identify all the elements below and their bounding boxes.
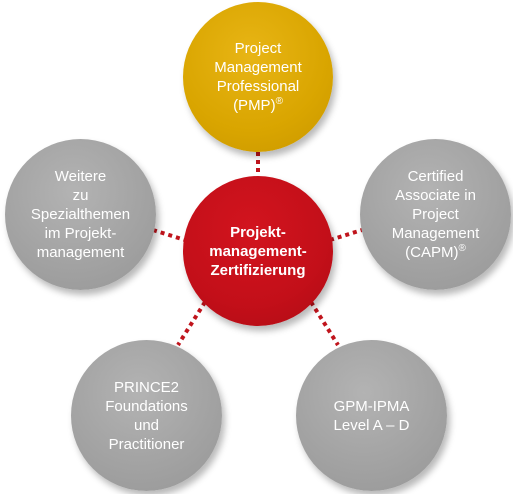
- capm-line-last: (CAPM)®: [392, 243, 480, 262]
- connector-left: [152, 228, 186, 242]
- spezialthemen-line: Spezialthemen: [30, 206, 131, 223]
- center-line: management-: [209, 242, 307, 260]
- prince2-line: PRINCE2: [113, 378, 180, 396]
- capm-label: Certified Associate in Project Managemen…: [392, 167, 480, 262]
- gpm-ipma-label: GPM-IPMA Level A – D: [334, 397, 410, 435]
- prince2-node: PRINCE2 Foundations und Practitioner: [71, 340, 222, 491]
- prince2-line: Foundations: [105, 397, 188, 415]
- connector-bottom-left: [176, 300, 207, 347]
- gpm-ipma-line: GPM-IPMA: [333, 397, 410, 415]
- pmp-line: Management: [214, 59, 302, 76]
- center-line: Projekt-: [230, 223, 286, 241]
- spezialthemen-line: im Projekt-: [44, 225, 117, 242]
- prince2-label: PRINCE2 Foundations und Practitioner: [105, 378, 188, 454]
- pmp-line: Professional: [216, 78, 300, 95]
- prince2-line: und: [133, 416, 160, 434]
- center-node: Projekt- management- Zertifizierung: [183, 176, 333, 326]
- pmp-abbr: (PMP): [233, 97, 276, 114]
- gpm-ipma-node: GPM-IPMA Level A – D: [296, 340, 447, 491]
- center-line: Zertifizierung: [210, 261, 306, 279]
- pmp-line: Project: [234, 40, 282, 57]
- gpm-ipma-line: Level A – D: [333, 416, 410, 434]
- pmp-node: Project Management Professional (PMP)®: [183, 2, 333, 152]
- capm-line: Associate in: [395, 187, 476, 204]
- capm-abbr: (CAPM): [405, 244, 459, 261]
- pmp-label: Project Management Professional (PMP)®: [214, 39, 302, 115]
- registered-mark: ®: [275, 96, 283, 107]
- spezialthemen-node: Weitere zu Spezialthemen im Projekt- man…: [5, 139, 156, 290]
- spezialthemen-line: zu: [72, 187, 89, 204]
- capm-node: Certified Associate in Project Managemen…: [360, 139, 511, 290]
- spezialthemen-line: Weitere: [54, 168, 107, 185]
- pmp-line-last: (PMP)®: [214, 96, 302, 115]
- connector-bottom-right: [309, 300, 340, 347]
- capm-line: Certified: [407, 168, 464, 185]
- registered-mark: ®: [458, 243, 466, 254]
- prince2-line: Practitioner: [108, 435, 185, 453]
- spezialthemen-label: Weitere zu Spezialthemen im Projekt- man…: [31, 167, 130, 262]
- spezialthemen-line: management: [36, 244, 125, 261]
- capm-line: Management: [391, 225, 480, 242]
- center-label: Projekt- management- Zertifizierung: [209, 223, 307, 280]
- capm-line: Project: [412, 206, 459, 223]
- connector-right: [329, 228, 363, 242]
